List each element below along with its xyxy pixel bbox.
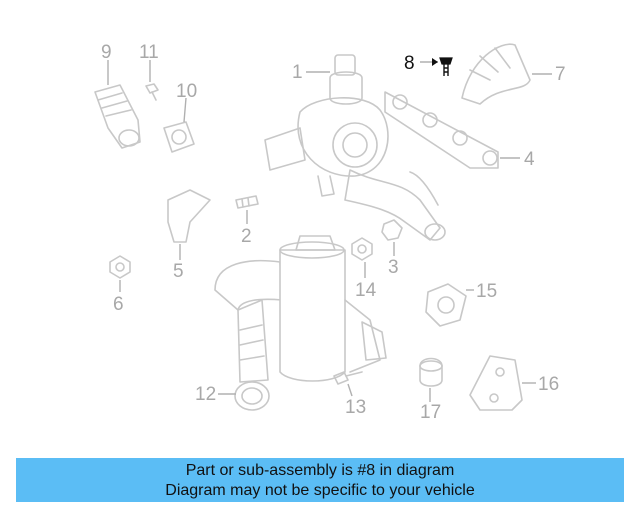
part-6-nut[interactable] <box>109 255 131 279</box>
part-16-bracket[interactable] <box>469 355 523 411</box>
callout-12[interactable]: 12 <box>195 384 216 405</box>
part-1-turbocharger[interactable] <box>264 54 389 197</box>
part-10-gasket[interactable] <box>163 121 195 153</box>
part-9-hose[interactable] <box>94 84 141 149</box>
part-13-bolt[interactable] <box>333 371 363 385</box>
part-8-arrowhead <box>432 58 438 66</box>
part-4-manifold-gasket[interactable] <box>384 91 499 169</box>
callout-14[interactable]: 14 <box>355 280 377 301</box>
callout-13[interactable]: 13 <box>345 397 366 418</box>
part-11-bolt[interactable] <box>145 83 159 101</box>
callout-3[interactable]: 3 <box>388 257 399 278</box>
exploded-parts-diagram: 9 11 10 1 8 7 4 2 5 3 14 6 15 12 13 17 1… <box>94 42 566 423</box>
part-5-bracket[interactable] <box>167 189 211 243</box>
banner-line-part-number: Part or sub-assembly is #8 in diagram <box>185 462 455 479</box>
callout-1[interactable]: 1 <box>292 62 303 83</box>
info-banner: Part or sub-assembly is #8 in diagram Di… <box>16 458 624 502</box>
part-12-gasket-ring[interactable] <box>234 381 270 411</box>
part-3-nut[interactable] <box>381 219 403 241</box>
part-2-stud[interactable] <box>235 195 259 209</box>
part-8-bolt[interactable] <box>439 57 453 76</box>
callout-labels: 9 11 10 1 8 7 4 2 5 3 14 6 15 12 13 17 1… <box>101 42 566 423</box>
callout-8[interactable]: 8 <box>404 53 415 74</box>
callout-10[interactable]: 10 <box>176 81 197 102</box>
exhaust-manifold <box>344 169 446 241</box>
callout-5[interactable]: 5 <box>173 261 184 282</box>
catalytic-converter <box>214 235 387 383</box>
callout-17[interactable]: 17 <box>420 402 441 423</box>
part-14-nut[interactable] <box>351 237 373 261</box>
callout-11[interactable]: 11 <box>139 42 159 63</box>
callout-9[interactable]: 9 <box>101 42 112 63</box>
callout-4[interactable]: 4 <box>524 149 535 170</box>
callout-2[interactable]: 2 <box>241 226 252 247</box>
part-17-nut[interactable] <box>419 357 443 387</box>
part-7-heat-shield[interactable] <box>461 43 531 105</box>
part-15-gasket[interactable] <box>425 283 467 327</box>
leader-lines <box>107 58 552 402</box>
callout-6[interactable]: 6 <box>113 294 124 315</box>
callout-7[interactable]: 7 <box>555 64 566 85</box>
callout-15[interactable]: 15 <box>476 281 497 302</box>
callout-16[interactable]: 16 <box>538 374 559 395</box>
banner-line-disclaimer: Diagram may not be specific to your vehi… <box>165 482 475 499</box>
